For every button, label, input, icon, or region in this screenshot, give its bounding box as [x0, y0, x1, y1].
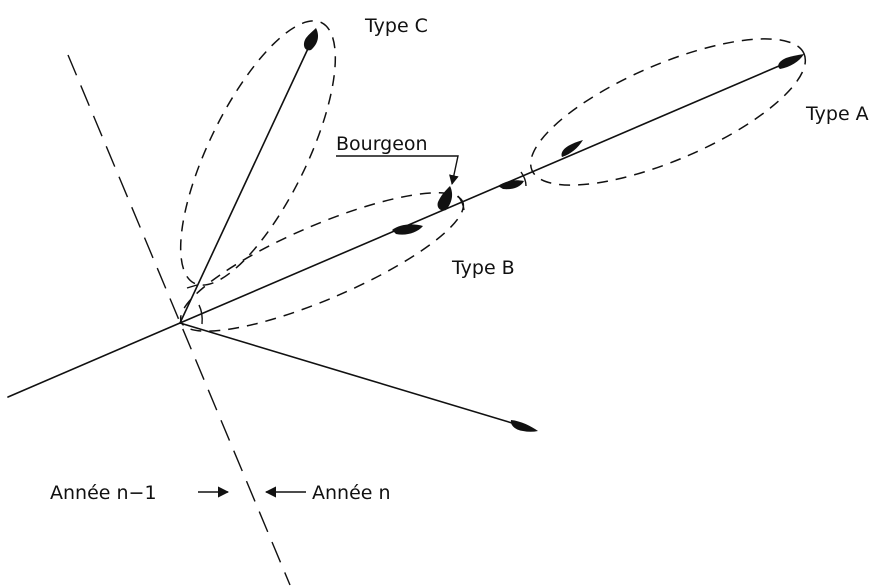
node-tick	[520, 171, 527, 187]
bud-bourgeon	[437, 186, 453, 211]
bud-type-b	[392, 224, 423, 235]
year-divider-line	[67, 54, 291, 586]
label-annee-n: Année n	[312, 482, 391, 504]
envelope-type-b	[179, 192, 465, 332]
label-bourgeon: Bourgeon	[336, 133, 428, 155]
label-type-a: Type A	[805, 103, 869, 125]
envelope-type-c	[179, 20, 337, 286]
bud-node	[498, 180, 524, 190]
envelope-type-a	[529, 38, 807, 186]
main-stem-old	[7, 322, 181, 398]
bud-type-a-tip	[778, 54, 804, 69]
bourgeon-leader	[336, 155, 459, 185]
branch-type-c	[179, 39, 313, 324]
node-tick	[186, 284, 198, 289]
bud-type-c-tip	[303, 28, 319, 51]
branch-lower	[179, 322, 523, 427]
bud-type-a	[561, 140, 583, 157]
label-type-c: Type C	[364, 15, 428, 37]
label-annee-n-1: Année n−1	[50, 482, 157, 504]
bud-lower-tip	[510, 420, 538, 432]
node-tick	[457, 195, 465, 211]
node-tick	[198, 304, 203, 325]
main-axis	[179, 56, 801, 324]
label-type-b: Type B	[451, 257, 515, 279]
